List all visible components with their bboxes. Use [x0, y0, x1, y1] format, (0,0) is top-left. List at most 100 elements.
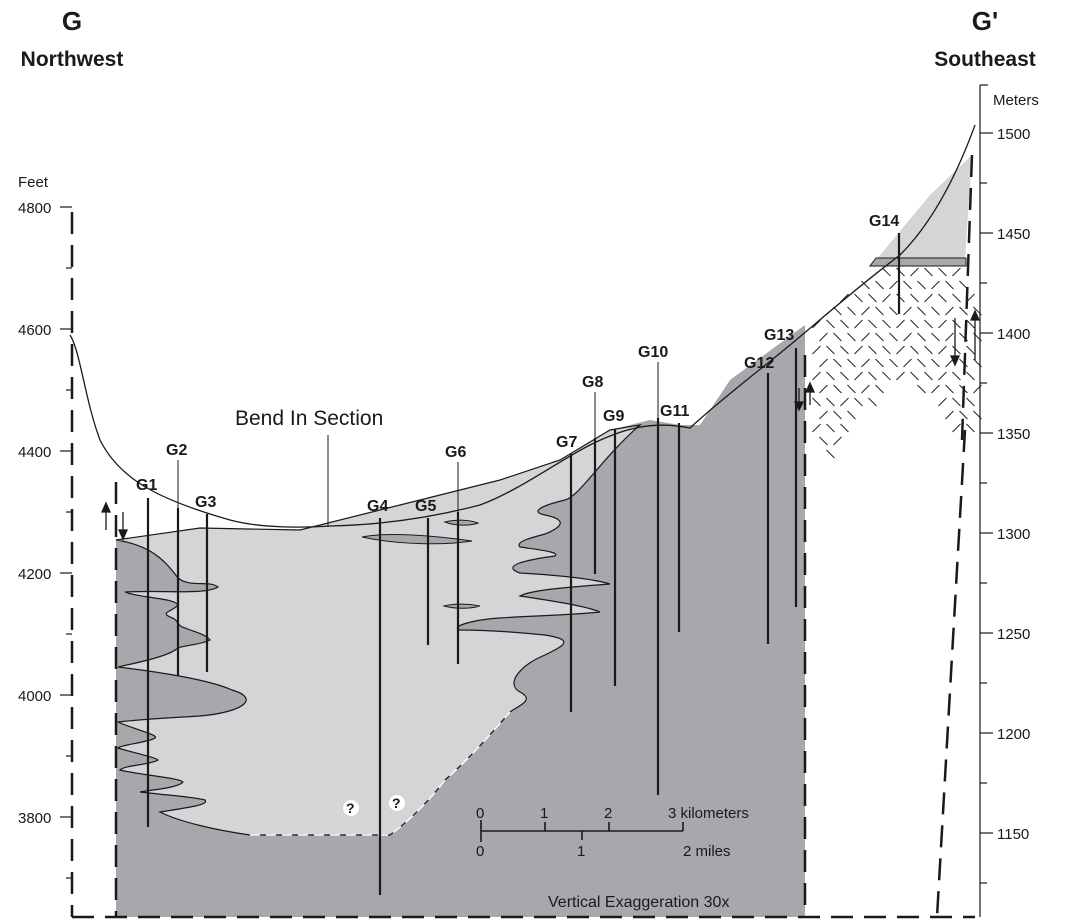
hatch-mark	[945, 332, 954, 342]
left-tick-label: 4000	[18, 688, 51, 705]
hatch-mark	[868, 371, 877, 381]
scale-mile-label: 1	[577, 843, 585, 860]
hatch-mark	[931, 384, 940, 394]
hatch-mark	[889, 332, 898, 342]
hatch-mark	[882, 293, 891, 303]
hatch-mark	[966, 319, 975, 329]
right-end-label: G'	[972, 6, 998, 36]
hatch-mark	[826, 449, 835, 459]
hatch-mark	[889, 358, 898, 368]
hatch-mark	[875, 358, 884, 368]
well-label-g12: G12	[744, 355, 774, 372]
hatch-mark	[861, 332, 870, 342]
hatch-mark	[868, 319, 877, 329]
hatch-mark	[938, 345, 947, 355]
left-tick-label: 3800	[18, 810, 51, 827]
hatched-bedrock-region	[812, 267, 982, 459]
hatch-mark	[931, 280, 940, 290]
hatch-mark	[854, 293, 863, 303]
hatch-mark	[938, 293, 947, 303]
right-tick-label: 1350	[997, 426, 1030, 443]
right-tick-label: 1400	[997, 326, 1030, 343]
hatch-mark	[833, 436, 842, 446]
hatch-mark	[966, 397, 975, 407]
hatch-mark	[896, 345, 905, 355]
hatch-mark	[917, 280, 926, 290]
right-tick-label: 1450	[997, 226, 1030, 243]
scale-km-label: 1	[540, 805, 548, 822]
hatch-mark	[840, 345, 849, 355]
left-direction-label: Northwest	[21, 48, 124, 71]
hatch-mark	[833, 358, 842, 368]
well-label-g8: G8	[582, 374, 603, 391]
hatch-mark	[896, 267, 905, 277]
hatch-mark	[826, 319, 835, 329]
left-tick-label: 4600	[18, 322, 51, 339]
hatch-mark	[854, 397, 863, 407]
right-tick-label: 1500	[997, 126, 1030, 143]
hatch-mark	[917, 384, 926, 394]
lens-g4	[361, 533, 473, 545]
left-end-label: G	[62, 6, 82, 36]
hatch-mark	[868, 345, 877, 355]
scale-mile-label: 2 miles	[683, 843, 731, 860]
well-label-g13: G13	[764, 327, 794, 344]
left-axis-unit: Feet	[18, 174, 49, 191]
hatch-mark	[896, 293, 905, 303]
hatch-mark	[910, 267, 919, 277]
hatch-mark	[910, 319, 919, 329]
hatch-mark	[952, 345, 961, 355]
hatch-mark	[938, 371, 947, 381]
hatch-mark	[819, 410, 828, 420]
hatch-mark	[910, 293, 919, 303]
hatch-mark	[861, 306, 870, 316]
scale-km-label: 2	[604, 805, 612, 822]
hatch-mark	[868, 293, 877, 303]
well-label-g9: G9	[603, 408, 624, 425]
ground-surface	[69, 124, 976, 528]
left-tick-label: 4200	[18, 566, 51, 583]
well-label-g7: G7	[556, 434, 577, 451]
left-tick-label: 4800	[18, 200, 51, 217]
hatch-mark	[812, 397, 821, 407]
hatch-mark	[903, 280, 912, 290]
hatch-mark	[938, 397, 947, 407]
hatch-mark	[882, 319, 891, 329]
right-tick-label: 1200	[997, 726, 1030, 743]
right-tick-label: 1300	[997, 526, 1030, 543]
right-axis-ticks	[980, 132, 993, 884]
hatch-mark	[959, 410, 968, 420]
hatch-mark	[875, 384, 884, 394]
hatch-mark	[812, 319, 821, 329]
hatch-mark	[861, 280, 870, 290]
scale-km-label: 3 kilometers	[668, 805, 749, 822]
hatch-mark	[854, 371, 863, 381]
hatch-mark	[847, 332, 856, 342]
hatch-mark	[945, 280, 954, 290]
hatch-mark	[952, 267, 961, 277]
hatch-mark	[819, 436, 828, 446]
hatch-mark	[868, 397, 877, 407]
hatch-mark	[945, 410, 954, 420]
scale-mile-label: 0	[476, 843, 484, 860]
hatch-mark	[812, 423, 821, 433]
left-axis-ticks	[60, 206, 72, 879]
left-tick-label: 4400	[18, 444, 51, 461]
uncertain-marker-bg	[343, 800, 359, 816]
hatch-mark	[833, 384, 842, 394]
right-direction-label: Southeast	[934, 48, 1036, 71]
well-label-g4: G4	[367, 498, 388, 515]
hatch-mark	[861, 384, 870, 394]
hatch-mark	[959, 306, 968, 316]
well-label-g5: G5	[415, 498, 436, 515]
well-label-g10: G10	[638, 344, 668, 361]
hatch-mark	[917, 306, 926, 316]
hatch-mark	[966, 423, 975, 433]
hatch-mark	[896, 319, 905, 329]
hatch-mark	[924, 293, 933, 303]
hatch-mark	[875, 306, 884, 316]
uncertain-marker: ?	[346, 800, 355, 816]
vertical-exaggeration-label: Vertical Exaggeration 30x	[548, 894, 729, 911]
hatch-mark	[910, 371, 919, 381]
hatch-mark	[826, 371, 835, 381]
